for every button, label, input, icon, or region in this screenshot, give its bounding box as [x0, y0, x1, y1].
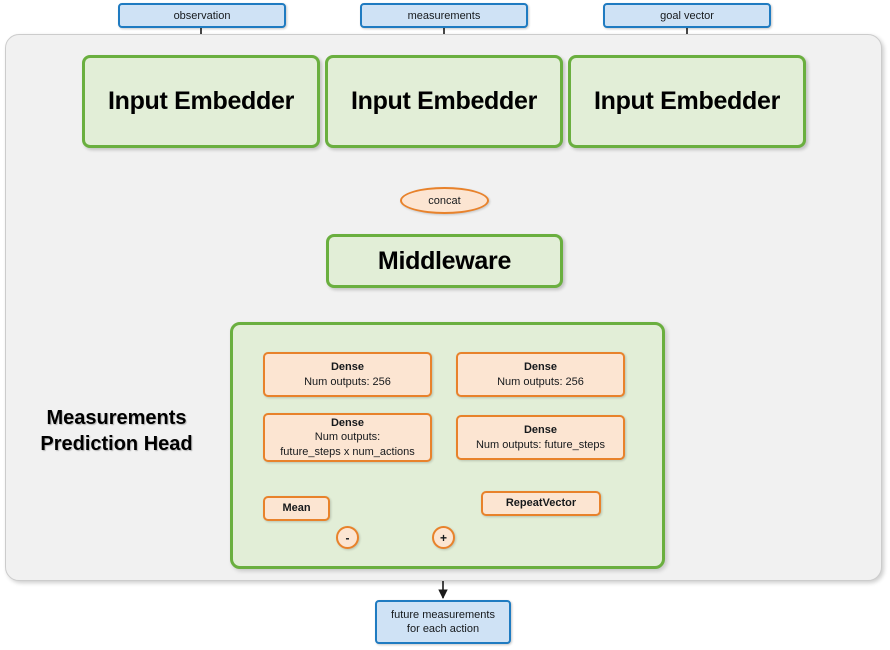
left-dense-2-outputs-label: Num outputs:: [314, 431, 381, 444]
right-dense-1[interactable]: Dense Num outputs: 256: [456, 352, 625, 397]
input-goal-vector[interactable]: goal vector: [603, 3, 771, 28]
repeat-vector-label: RepeatVector: [505, 497, 577, 510]
head-label-line-2: Prediction Head: [40, 433, 193, 455]
add-operator-label: +: [439, 530, 447, 545]
output-line-2: for each action: [406, 623, 480, 635]
input-embedder-observation-label: Input Embedder: [107, 87, 295, 115]
right-dense-2[interactable]: Dense Num outputs: future_steps: [456, 415, 625, 460]
left-dense-1-title: Dense: [330, 361, 365, 373]
middleware-label: Middleware: [377, 246, 512, 275]
left-dense-1-outputs: Num outputs: 256: [304, 375, 391, 388]
right-dense-2-outputs: Num outputs: future_steps: [475, 438, 605, 451]
input-measurements-label: measurements: [407, 9, 481, 22]
add-operator[interactable]: +: [432, 526, 455, 549]
input-measurements[interactable]: measurements: [360, 3, 528, 28]
input-embedder-observation[interactable]: Input Embedder: [82, 55, 320, 148]
middleware-block[interactable]: Middleware: [326, 234, 563, 288]
left-dense-2-outputs-value: future_steps x num_actions: [280, 445, 415, 458]
input-embedder-goal-vector-label: Input Embedder: [593, 87, 781, 115]
left-dense-2[interactable]: Dense Num outputs: future_steps x num_ac…: [263, 413, 432, 462]
left-dense-1[interactable]: Dense Num outputs: 256: [263, 352, 432, 397]
input-embedder-goal-vector[interactable]: Input Embedder: [568, 55, 806, 148]
right-dense-1-title: Dense: [523, 361, 558, 373]
input-goal-vector-label: goal vector: [660, 9, 714, 22]
input-observation-label: observation: [173, 9, 231, 22]
subtract-operator-label: -: [345, 530, 350, 545]
mean-label: Mean: [282, 502, 311, 515]
right-dense-1-outputs: Num outputs: 256: [497, 375, 584, 388]
concat-label: concat: [428, 194, 461, 207]
output-future-measurements[interactable]: future measurements for each action: [375, 600, 511, 644]
repeat-vector-block[interactable]: RepeatVector: [481, 491, 601, 516]
concat-node[interactable]: concat: [400, 187, 489, 214]
head-label-line-1: Measurements: [46, 407, 187, 429]
output-line-1: future measurements: [391, 609, 495, 621]
right-dense-2-title: Dense: [523, 424, 558, 436]
mean-block[interactable]: Mean: [263, 496, 330, 521]
measurements-prediction-head-label: Measurements Prediction Head: [14, 405, 219, 457]
input-embedder-measurements-label: Input Embedder: [350, 87, 538, 115]
left-dense-2-title: Dense: [330, 416, 365, 429]
input-embedder-measurements[interactable]: Input Embedder: [325, 55, 563, 148]
subtract-operator[interactable]: -: [336, 526, 359, 549]
input-observation[interactable]: observation: [118, 3, 286, 28]
